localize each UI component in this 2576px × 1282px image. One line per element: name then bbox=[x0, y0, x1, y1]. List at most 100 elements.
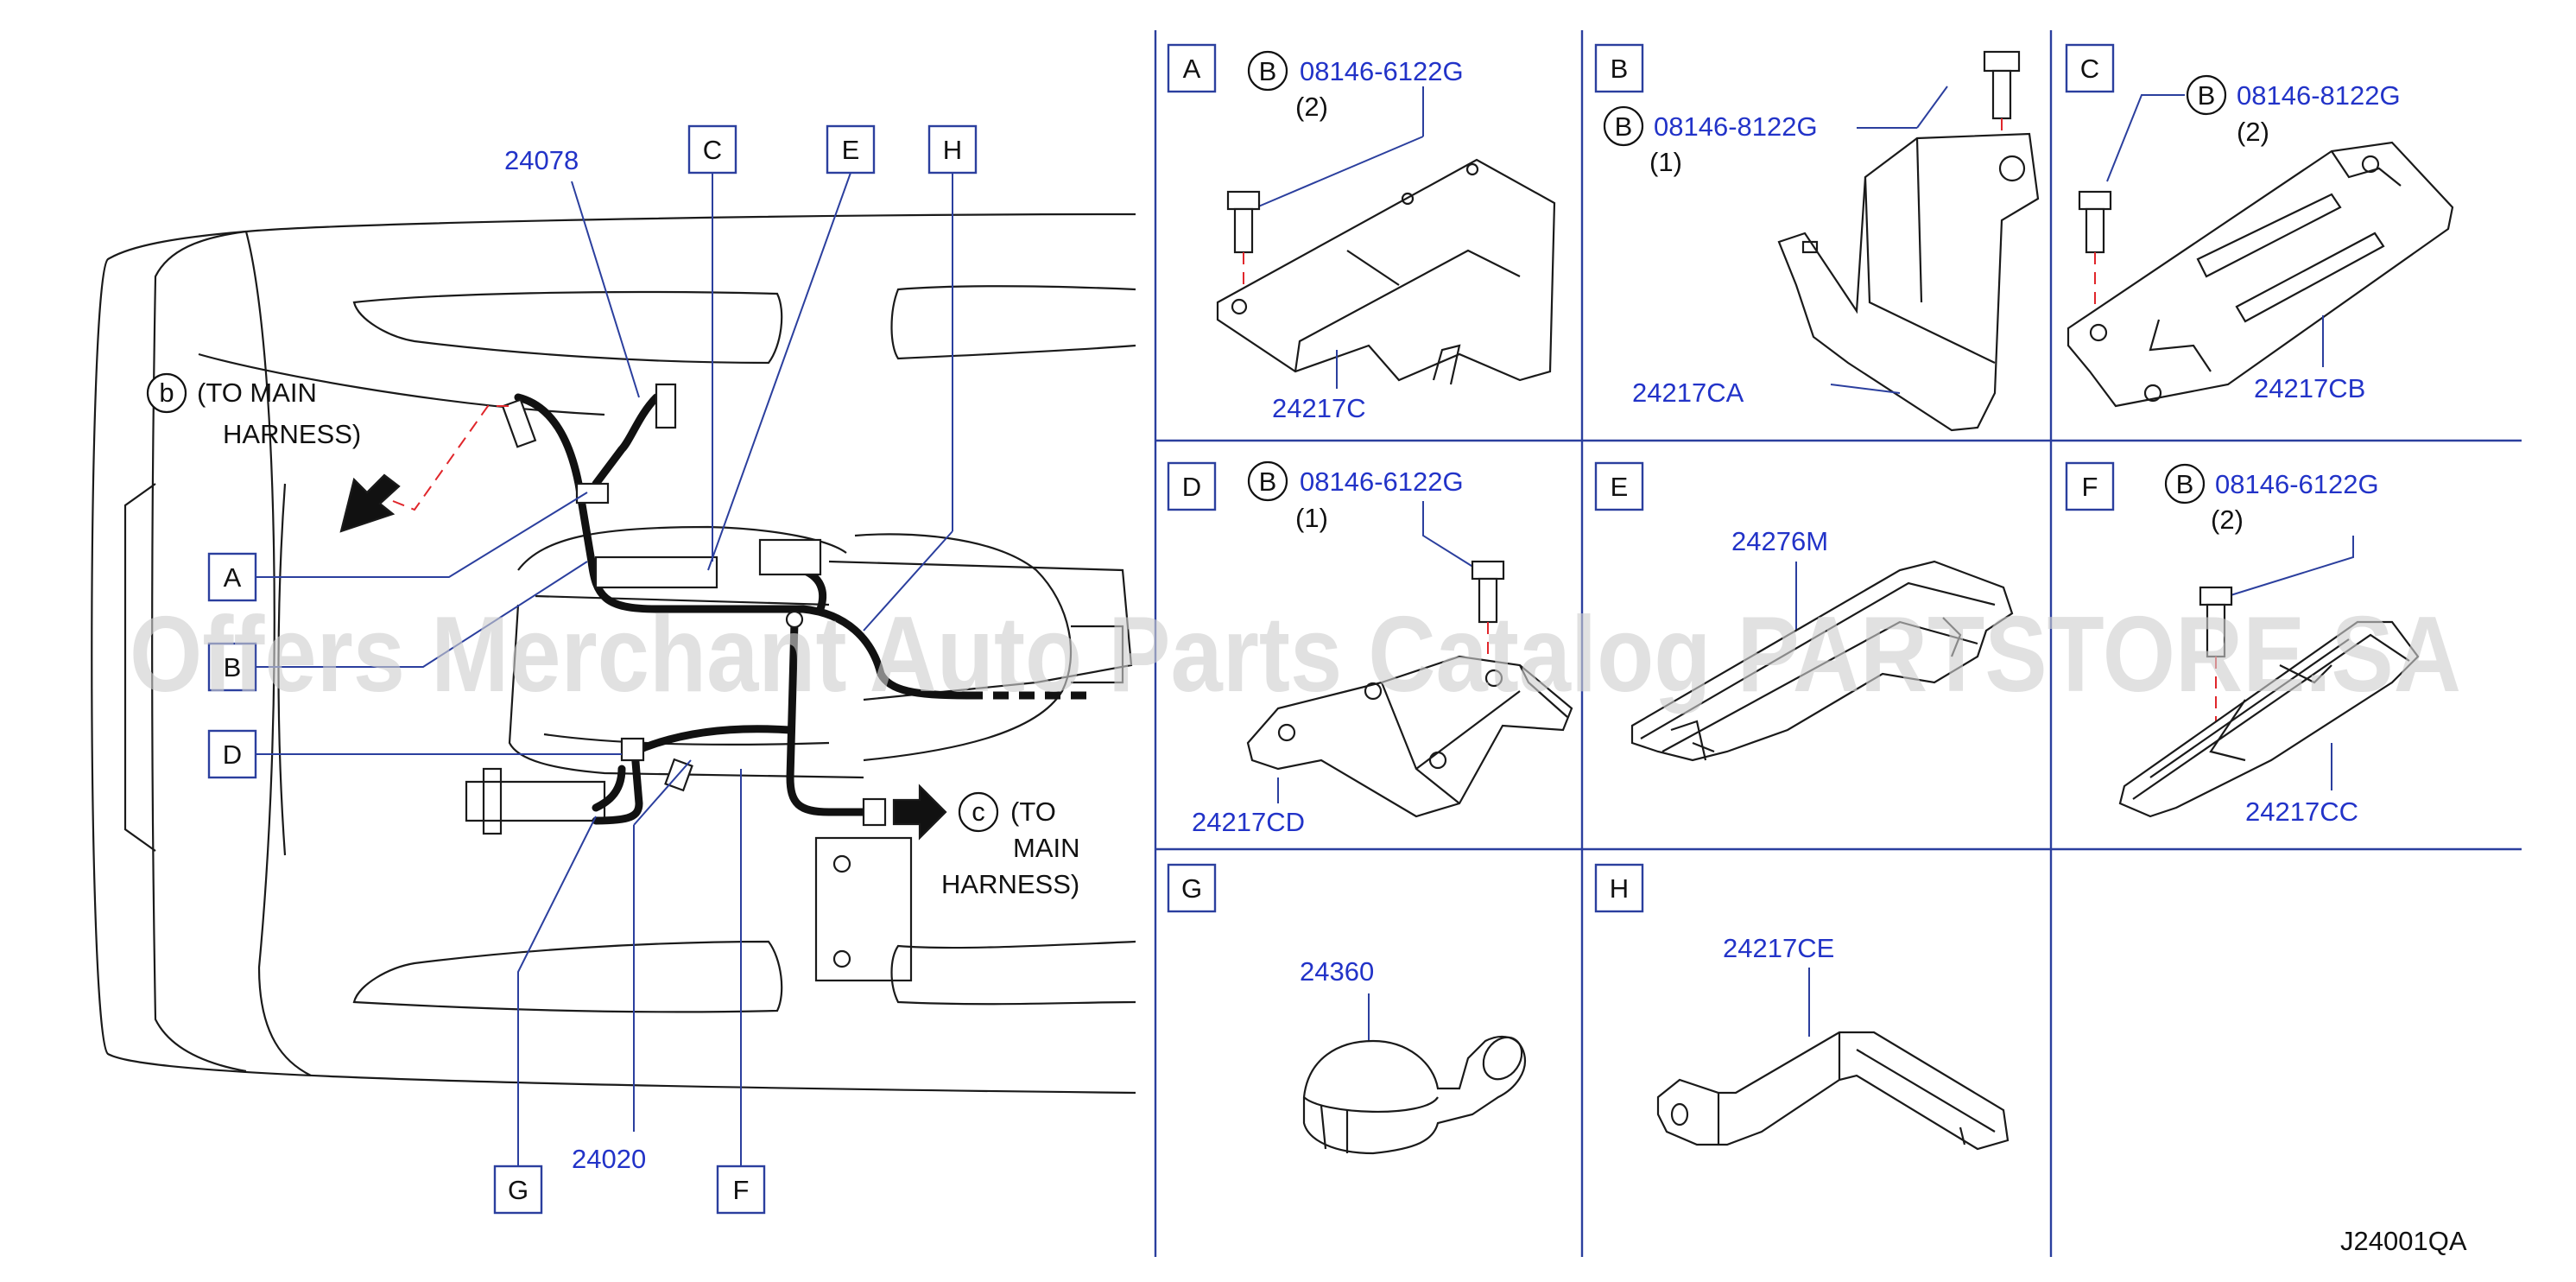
detail-panel-F: F B 08146-6122G (2) 24217CC bbox=[2065, 461, 2420, 827]
overview-label-C[interactable]: C bbox=[687, 124, 737, 175]
panel-B-bolt-ref-circle bbox=[1603, 105, 1644, 147]
overview-label-F-text: F bbox=[733, 1175, 750, 1205]
panel-A-label-box[interactable] bbox=[1167, 43, 1217, 93]
circle-ref-c bbox=[958, 791, 999, 833]
panel-H-part-number[interactable]: 24217CE bbox=[1723, 933, 1834, 963]
panel-A-bolt-ref: B bbox=[1259, 56, 1277, 86]
panel-D-bolt-ref: B bbox=[1259, 466, 1277, 497]
panel-C-bolt-shank bbox=[2085, 207, 2105, 254]
panel-F-bolt-number[interactable]: 08146-6122G bbox=[2215, 469, 2379, 499]
panel-F-bolt-ref: B bbox=[2176, 469, 2194, 499]
detail-panel-H: H 24217CE bbox=[1594, 863, 2010, 1151]
panel-A-bracket-24217C bbox=[1216, 158, 1556, 382]
to-main-harness-b: b (TO MAIN HARNESS) bbox=[146, 372, 361, 449]
circle-ref-b-text: b bbox=[159, 378, 174, 408]
overview-leader-lines bbox=[256, 172, 953, 1166]
detail-panel-E: E 24276M bbox=[1594, 461, 2014, 762]
panel-D-qty: (1) bbox=[1295, 503, 1328, 533]
part-number-24020[interactable]: 24020 bbox=[572, 1144, 646, 1174]
panel-C-bolt-ref: B bbox=[2198, 80, 2216, 111]
overview-label-D[interactable]: D bbox=[207, 729, 257, 779]
panel-D-bolt-head bbox=[1471, 560, 1505, 581]
overview-label-A[interactable]: A bbox=[207, 552, 257, 602]
panel-G-label: G bbox=[1181, 873, 1202, 904]
watermark: Offers Merchant Auto Parts Catalog PARTS… bbox=[130, 595, 2461, 714]
panel-F-qty: (2) bbox=[2211, 505, 2244, 535]
circle-ref-c-text: c bbox=[972, 796, 985, 827]
overview-label-F[interactable]: F bbox=[716, 1165, 766, 1215]
panel-B-label: B bbox=[1611, 54, 1629, 84]
panel-G-label-box[interactable] bbox=[1167, 863, 1217, 913]
detail-panel-B: B B 08146-8122G (1) 24217CA bbox=[1594, 43, 2040, 432]
panel-D-label: D bbox=[1182, 472, 1201, 502]
panel-D-bracket-24217CD bbox=[1246, 655, 1573, 818]
panel-D-bolt-ref-circle bbox=[1247, 460, 1288, 502]
panel-H-bracket-24217CE bbox=[1656, 1031, 2010, 1151]
panel-C-bracket-24217CB bbox=[2066, 141, 2454, 408]
panel-A-qty: (2) bbox=[1295, 92, 1328, 122]
to-main-harness-b-line1: (TO MAIN bbox=[197, 378, 317, 408]
overview-label-D-text: D bbox=[223, 739, 242, 770]
overview-label-E-text: E bbox=[842, 135, 860, 165]
panel-F-part-number[interactable]: 24217CC bbox=[2245, 796, 2358, 827]
panel-E-part-number[interactable]: 24276M bbox=[1731, 526, 1828, 556]
detail-panel-C: C B 08146-8122G (2) 24217CB bbox=[2065, 43, 2454, 408]
overview-label-C-text: C bbox=[703, 135, 722, 165]
panel-B-bolt-ref: B bbox=[1615, 111, 1633, 142]
panel-D-label-box[interactable] bbox=[1167, 461, 1217, 511]
panel-C-label-box[interactable] bbox=[2065, 43, 2115, 93]
panel-B-bolt-head bbox=[1983, 50, 2021, 73]
panel-B-bolt-number[interactable]: 08146-8122G bbox=[1654, 111, 1818, 142]
panel-C-bolt-ref-circle bbox=[2186, 74, 2227, 116]
panel-C-qty: (2) bbox=[2237, 117, 2269, 147]
detail-grid bbox=[1154, 30, 2522, 1257]
to-main-harness-c-line3: HARNESS) bbox=[941, 869, 1079, 899]
panel-H-label-box[interactable] bbox=[1594, 863, 1644, 913]
panel-D-part-number[interactable]: 24217CD bbox=[1192, 807, 1305, 837]
to-main-harness-c-line1: (TO bbox=[1010, 796, 1056, 827]
panel-A-bolt-shank bbox=[1233, 207, 1254, 254]
main-harness-wires bbox=[339, 393, 1092, 841]
panel-F-protector-24217CC bbox=[2118, 620, 2420, 818]
to-main-harness-c-line2: MAIN bbox=[1013, 833, 1080, 863]
panel-F-label-box[interactable] bbox=[2065, 461, 2115, 511]
panel-B-label-box[interactable] bbox=[1594, 43, 1644, 93]
panel-E-label: E bbox=[1611, 472, 1629, 502]
overview-label-H[interactable]: H bbox=[927, 124, 978, 175]
panel-B-bolt-shank bbox=[1991, 69, 2012, 120]
panel-D-bolt-number[interactable]: 08146-6122G bbox=[1300, 466, 1464, 497]
detail-panel-A: A B 08146-6122G (2) 24217C bbox=[1167, 43, 1556, 423]
panel-A-label: A bbox=[1183, 54, 1201, 84]
panel-C-bolt-number[interactable]: 08146-8122G bbox=[2237, 80, 2401, 111]
circle-ref-b bbox=[146, 372, 187, 414]
overview-label-A-text: A bbox=[224, 562, 242, 593]
panel-F-bolt-ref-circle bbox=[2164, 463, 2206, 505]
to-main-harness-b-line2: HARNESS) bbox=[223, 419, 361, 449]
panel-A-bolt-head bbox=[1226, 190, 1261, 211]
panel-F-label: F bbox=[2082, 472, 2098, 502]
overview-label-G[interactable]: G bbox=[493, 1165, 543, 1215]
panel-H-label: H bbox=[1610, 873, 1629, 904]
panel-A-part-number[interactable]: 24217C bbox=[1272, 393, 1366, 423]
detail-panel-D: D B 08146-6122G (1) 24217CD bbox=[1167, 460, 1573, 837]
vehicle-body-outline bbox=[91, 213, 1136, 1095]
panel-B-qty: (1) bbox=[1649, 147, 1682, 177]
part-number-24078[interactable]: 24078 bbox=[504, 145, 579, 175]
overview-label-G-text: G bbox=[508, 1175, 528, 1205]
panel-E-label-box[interactable] bbox=[1594, 461, 1644, 511]
overview-label-B[interactable]: B bbox=[207, 642, 257, 692]
to-main-harness-b-leader bbox=[392, 405, 516, 511]
panel-A-bolt-number[interactable]: 08146-6122G bbox=[1300, 56, 1464, 86]
overview-label-H-text: H bbox=[943, 135, 962, 165]
panel-C-label: C bbox=[2080, 54, 2099, 84]
diagram-code: J24001QA bbox=[2340, 1226, 2467, 1256]
panel-B-part-number[interactable]: 24217CA bbox=[1632, 378, 1744, 408]
overview-label-E[interactable]: E bbox=[826, 124, 876, 175]
connectors bbox=[501, 383, 887, 827]
to-main-harness-c: c (TO MAIN HARNESS) bbox=[941, 791, 1080, 899]
panel-E-protector-24276M bbox=[1630, 560, 2014, 762]
detail-panel-G: G 24360 bbox=[1167, 863, 1527, 1155]
panel-G-part-number[interactable]: 24360 bbox=[1300, 956, 1374, 987]
panel-C-part-number[interactable]: 24217CB bbox=[2254, 373, 2365, 403]
